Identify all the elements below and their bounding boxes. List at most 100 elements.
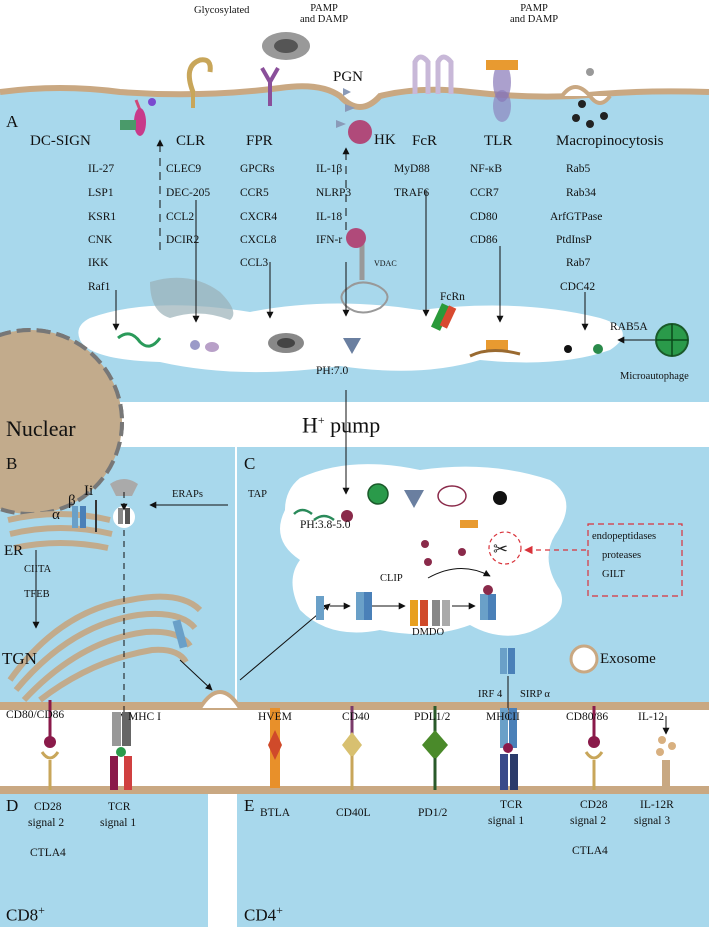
fcrn-label: FcRn — [440, 291, 465, 303]
receptor-tlr — [486, 60, 518, 122]
enzyme-endopeptidases: endopeptidases — [592, 531, 657, 542]
mhc2-label: MHCII — [486, 711, 520, 723]
list-item: ArfGTPase — [550, 211, 603, 223]
receptor-header-dc-sign: DC-SIGN — [30, 133, 91, 149]
scissors-icon: ✂ — [493, 539, 508, 559]
panel-b-arrows — [32, 492, 331, 721]
apc-membrane — [0, 702, 709, 710]
mhc1-label: MHC I — [128, 711, 161, 723]
list-item: Rab5 — [566, 163, 591, 175]
panel-a-arrows — [112, 139, 655, 495]
tcell-membrane — [0, 786, 709, 794]
erap-label: ERAPs — [172, 489, 203, 500]
list-item: IL-1β — [316, 163, 343, 175]
sirp-label: SIRP α — [520, 689, 550, 700]
cd8086-label: CD80/86 — [566, 711, 609, 723]
list-item: KSR1 — [88, 211, 117, 223]
list-item: CLEC9 — [166, 163, 202, 175]
receptor-header-clr: CLR — [176, 133, 206, 149]
pamp-damp-label-2: PAMP and DAMP — [510, 3, 559, 25]
cd28-d-label: CD28 — [34, 801, 62, 813]
panel-b-label: B — [6, 454, 18, 473]
list-item: CXCR4 — [240, 211, 278, 223]
h-pump-label: H+ pump — [302, 412, 381, 438]
alpha-label: α — [52, 507, 60, 523]
enzyme-proteases: proteases — [602, 550, 642, 561]
macropinocytosis-particles — [572, 68, 608, 128]
golgi-tgn — [7, 593, 203, 703]
receptor-header-fpr: FPR — [246, 133, 273, 149]
fcrn — [430, 303, 452, 331]
ctla4-d-label: CTLA4 — [30, 847, 66, 859]
btla-label: BTLA — [260, 807, 291, 819]
pgn-triangles — [336, 88, 355, 128]
vdac-mitochondrion — [340, 281, 389, 314]
pgn-label: PGN — [333, 69, 364, 85]
receptor-header-macropinocytosis: Macropinocytosis — [556, 133, 664, 149]
irf4-label: IRF 4 — [478, 689, 503, 700]
ph-neutral-label: PH:7.0 — [316, 365, 349, 377]
list-item: IFN-r — [316, 234, 343, 246]
microautophage-label: Microautophage — [620, 371, 689, 382]
er-label: ER — [4, 543, 24, 559]
pdl-label: PDL1/2 — [414, 711, 451, 723]
dmdo-label: DMDO — [412, 627, 445, 638]
panel-d-label: D — [6, 796, 19, 815]
vesicle-fusion — [198, 690, 242, 710]
ciita-label: CIITA — [24, 564, 52, 575]
tgn-label: TGN — [2, 649, 37, 668]
signal2-d-label: signal 2 — [28, 817, 65, 829]
rab5a-label: RAB5A — [610, 321, 648, 333]
list-item: IL-27 — [88, 163, 115, 175]
list-item: GPCRs — [240, 163, 275, 175]
list-item: NF-κB — [470, 163, 502, 175]
endosome-contents — [117, 332, 603, 358]
cd4-label: CD4+ — [244, 903, 283, 925]
list-item: CNK — [88, 234, 113, 246]
receptor-dc-sign — [120, 98, 156, 136]
list-item: CD86 — [470, 234, 498, 246]
list-item: CD80 — [470, 211, 498, 223]
cd8-label: CD8+ — [6, 903, 45, 925]
list-item: CCL3 — [240, 257, 269, 269]
cd40-label: CD40 — [342, 711, 370, 723]
macropinocytosis-cup — [560, 85, 612, 105]
tfeb-label: TFEB — [24, 589, 50, 600]
list-item: IL-18 — [316, 211, 343, 223]
receptor-header-fcr: FcR — [412, 133, 438, 149]
ctla4-e-label: CTLA4 — [572, 845, 608, 857]
exosome-label: Exosome — [600, 651, 656, 667]
list-item: Raf1 — [88, 281, 111, 293]
list-item: Rab7 — [566, 257, 591, 269]
vdac-label: VDAC — [374, 259, 397, 268]
list-item: Rab34 — [566, 187, 597, 199]
enzyme-gilt: GILT — [602, 569, 625, 580]
microautophage-particle — [655, 323, 689, 357]
list-item: CXCL8 — [240, 234, 277, 246]
mhc1-vesicle — [110, 479, 138, 528]
hvem-label: HVEM — [258, 711, 292, 723]
membrane-molecules — [40, 700, 676, 790]
pamp-damp-label-1: PAMP and DAMP — [300, 3, 349, 25]
ii-label: Ii — [84, 483, 94, 499]
panel-e-label: E — [244, 796, 255, 815]
il12r-label: IL-12R — [640, 799, 674, 811]
panel-a-membrane — [0, 83, 709, 110]
hk-icon — [348, 120, 372, 144]
late-endosome — [280, 464, 567, 636]
hk-label: HK — [374, 132, 396, 148]
list-item: DCIR2 — [166, 234, 200, 246]
clip-label: CLIP — [380, 573, 403, 584]
list-item: IKK — [88, 257, 109, 269]
list-item: CDC42 — [560, 281, 596, 293]
list-item: CCR5 — [240, 187, 269, 199]
list-item: TRAF6 — [394, 187, 430, 199]
list-item: LSP1 — [88, 187, 114, 199]
list-item: CCR7 — [470, 187, 499, 199]
nuclear-label: Nuclear — [6, 416, 76, 441]
il12-label: IL-12 — [638, 711, 665, 723]
cd80-cd86-label: CD80/CD86 — [6, 709, 65, 721]
early-endosome — [78, 303, 623, 373]
signal2-e-label: signal 2 — [570, 815, 607, 827]
